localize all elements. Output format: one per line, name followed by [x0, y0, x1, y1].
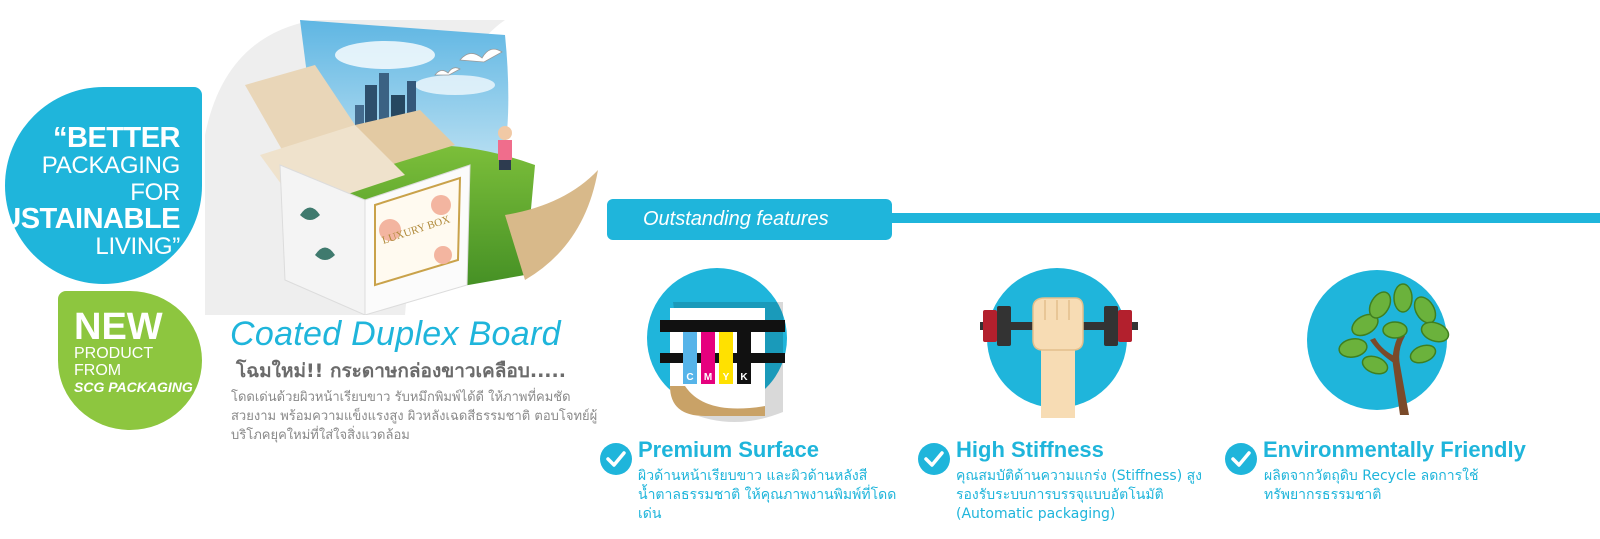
- slogan-line-5: LIVING”: [95, 233, 180, 260]
- product-description: โดดเด่นด้วยผิวหน้าเรียบขาว รับหมึกพิมพ์ไ…: [231, 390, 598, 443]
- from-label: FROM: [74, 362, 122, 379]
- feature-title-environmentally-friendly: Environmentally Friendly: [1263, 437, 1526, 462]
- features-divider-line: [885, 213, 1600, 223]
- slogan-line-1: “BETTER: [53, 122, 180, 154]
- product-subtitle: โฉมใหม่!! กระดาษกล่องขาวเคลือบ.....: [236, 360, 566, 382]
- scg-packaging-label: SCG PACKAGING: [74, 379, 193, 395]
- check-icon: [918, 443, 950, 475]
- check-icon: [600, 443, 632, 475]
- features-header: Outstanding features: [607, 199, 892, 240]
- hero-illustration: LUXURY BOX: [205, 20, 598, 315]
- product-label: PRODUCT: [74, 345, 154, 362]
- tree-icon: [1307, 270, 1450, 415]
- cmyk-print-icon: C M Y K: [647, 268, 787, 422]
- product-title: Coated Duplex Board: [230, 315, 561, 353]
- slogan-badge: “BETTER PACKAGING FOR SUSTAINABLE LIVING…: [0, 87, 202, 284]
- new-product-text: NEW PRODUCT FROM SCG PACKAGING: [74, 306, 193, 396]
- slogan-line-4: SUSTAINABLE: [0, 203, 180, 235]
- check-icon: [1225, 443, 1257, 475]
- slogan-line-2: PACKAGING: [41, 152, 181, 179]
- feature-desc-environmentally-friendly: ผลิตจากวัตถุดิบ Recycle ลดการใช้ทรัพยากร…: [1264, 468, 1479, 503]
- feature-title-high-stiffness: High Stiffness: [956, 437, 1104, 462]
- cmyk-letter-k: K: [740, 372, 748, 383]
- cmyk-letter-y: Y: [723, 372, 730, 383]
- new-label: NEW: [74, 306, 163, 348]
- dumbbell-icon: [980, 268, 1138, 418]
- cmyk-letter-m: M: [704, 372, 712, 383]
- feature-desc-premium-surface: ผิวด้านหน้าเรียบขาว และผิวด้านหลังสีน้ำต…: [638, 468, 897, 522]
- cmyk-letter-c: C: [686, 372, 693, 383]
- feature-title-premium-surface: Premium Surface: [638, 437, 819, 462]
- new-product-badge: NEW PRODUCT FROM SCG PACKAGING: [58, 291, 202, 430]
- feature-desc-high-stiffness: คุณสมบัติด้านความแกร่ง (Stiffness) สูงรอ…: [956, 468, 1202, 522]
- slogan-line-3: FOR: [130, 179, 180, 206]
- slogan-text: “BETTER PACKAGING FOR SUSTAINABLE LIVING…: [0, 122, 181, 261]
